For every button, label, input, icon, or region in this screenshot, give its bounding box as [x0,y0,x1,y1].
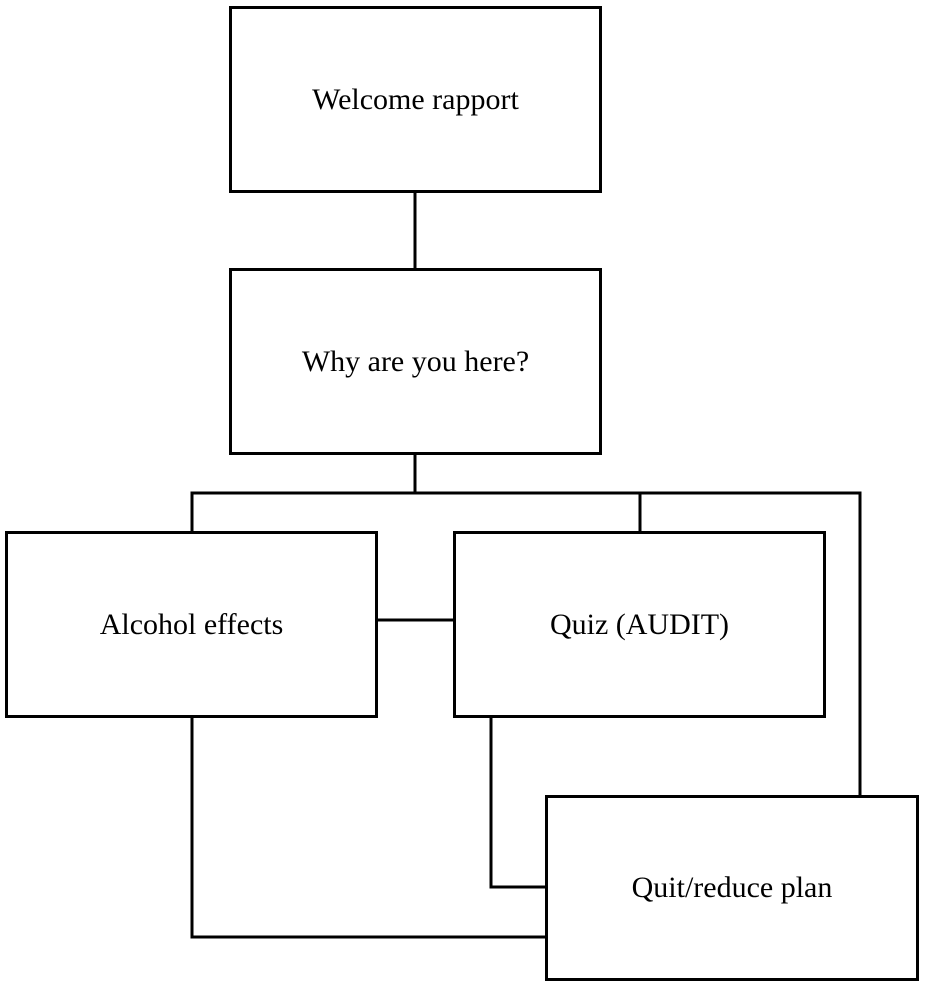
node-quit-reduce-plan: Quit/reduce plan [545,795,919,981]
node-label: Quiz (AUDIT) [549,607,730,641]
node-welcome-rapport: Welcome rapport [229,6,602,193]
node-label: Alcohol effects [99,607,284,641]
node-label: Quit/reduce plan [631,871,833,904]
connector-alcohol-plan [190,716,547,939]
node-why-are-you-here: Why are you here? [229,268,602,455]
node-alcohol-effects: Alcohol effects [5,531,378,718]
node-label: Welcome rapport [312,82,519,116]
node-label: Why are you here? [301,344,530,378]
connector-quiz-plan [489,716,547,889]
node-quiz-audit: Quiz (AUDIT) [453,531,826,718]
